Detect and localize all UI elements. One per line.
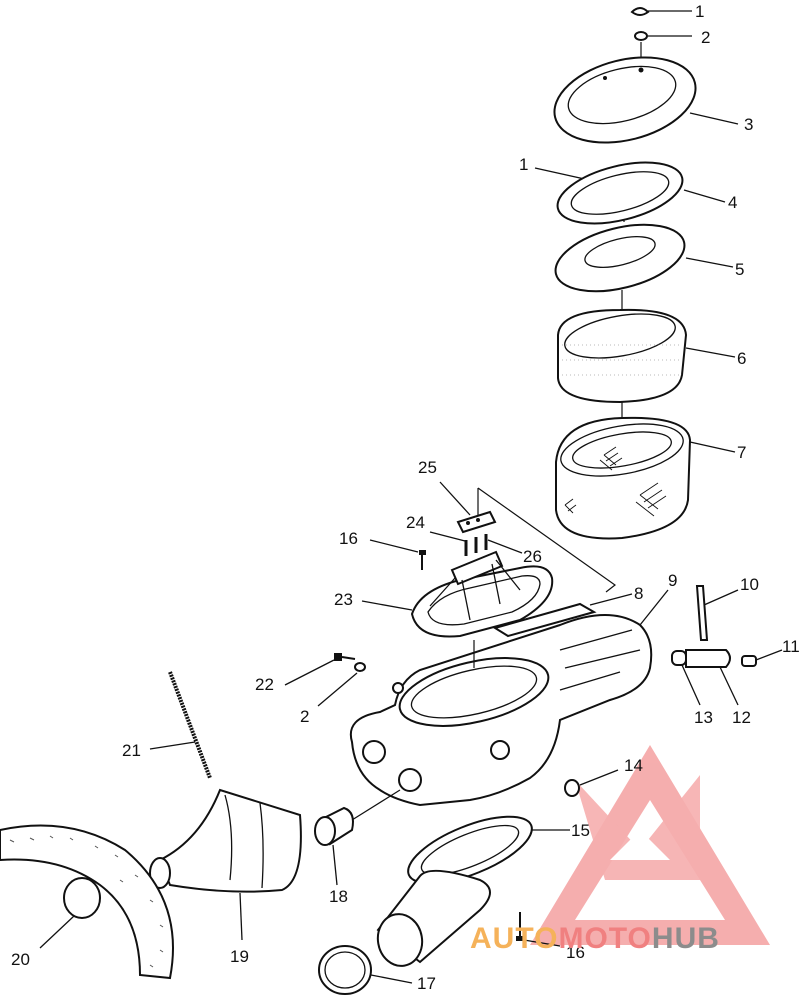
long-screw bbox=[149, 671, 212, 779]
grommet bbox=[314, 789, 401, 886]
label-19: 19 bbox=[230, 947, 249, 966]
label-11: 11 bbox=[782, 637, 800, 656]
label-6: 6 bbox=[737, 349, 746, 368]
label-18: 18 bbox=[329, 887, 348, 906]
label-2-top: 2 bbox=[701, 28, 710, 47]
label-5: 5 bbox=[735, 260, 744, 279]
air-box-body bbox=[349, 589, 669, 807]
label-9: 9 bbox=[668, 571, 677, 590]
intake-seal bbox=[407, 815, 570, 885]
label-20: 20 bbox=[11, 950, 30, 969]
foam-prefilter bbox=[557, 308, 736, 430]
label-23: 23 bbox=[334, 590, 353, 609]
label-4: 4 bbox=[728, 193, 737, 212]
label-16-upper: 16 bbox=[339, 529, 358, 548]
label-25: 25 bbox=[418, 458, 437, 477]
duct-cap bbox=[318, 945, 413, 995]
label-13: 13 bbox=[694, 708, 713, 727]
label-1-top: 1 bbox=[695, 2, 704, 21]
label-14: 14 bbox=[624, 756, 643, 775]
label-1-middle: 1 bbox=[519, 155, 528, 174]
gasket-ring bbox=[556, 161, 726, 225]
plug bbox=[564, 769, 619, 797]
watermark-moto: MOTO bbox=[558, 922, 651, 955]
intake-duct bbox=[376, 869, 491, 967]
plate-part-25 bbox=[439, 481, 497, 534]
watermark-hub: HUB bbox=[652, 922, 720, 955]
watermark-logo bbox=[530, 745, 770, 945]
filter-element bbox=[555, 416, 736, 540]
label-8: 8 bbox=[634, 584, 643, 603]
label-26: 26 bbox=[523, 547, 542, 566]
bolt-and-washer bbox=[284, 653, 366, 707]
rivets-part-24-26 bbox=[429, 531, 523, 556]
filter-cap bbox=[554, 223, 734, 320]
label-2-lower: 2 bbox=[300, 707, 309, 726]
breather-fittings bbox=[671, 649, 783, 706]
drain-tube bbox=[695, 585, 739, 641]
label-7: 7 bbox=[737, 443, 746, 462]
label-24: 24 bbox=[406, 513, 425, 532]
watermark-auto: AUTO bbox=[470, 922, 558, 955]
foam-shield bbox=[0, 824, 174, 980]
label-12: 12 bbox=[732, 708, 751, 727]
label-10: 10 bbox=[740, 575, 759, 594]
label-22: 22 bbox=[255, 675, 274, 694]
screw-upper bbox=[369, 539, 426, 570]
label-16-lower: 16 bbox=[566, 943, 585, 962]
rubber-boot bbox=[149, 788, 302, 941]
label-15: 15 bbox=[571, 821, 590, 840]
label-17: 17 bbox=[417, 974, 436, 993]
filter-cage bbox=[361, 550, 554, 638]
seal-strip bbox=[492, 593, 633, 638]
label-3: 3 bbox=[744, 115, 753, 134]
label-21: 21 bbox=[122, 741, 141, 760]
wing-nut-top bbox=[630, 7, 692, 16]
screw-lower bbox=[516, 912, 561, 947]
washer-top bbox=[634, 31, 692, 65]
air-box-cover bbox=[553, 56, 739, 144]
watermark-text: AUTOMOTOHUB bbox=[470, 922, 720, 955]
